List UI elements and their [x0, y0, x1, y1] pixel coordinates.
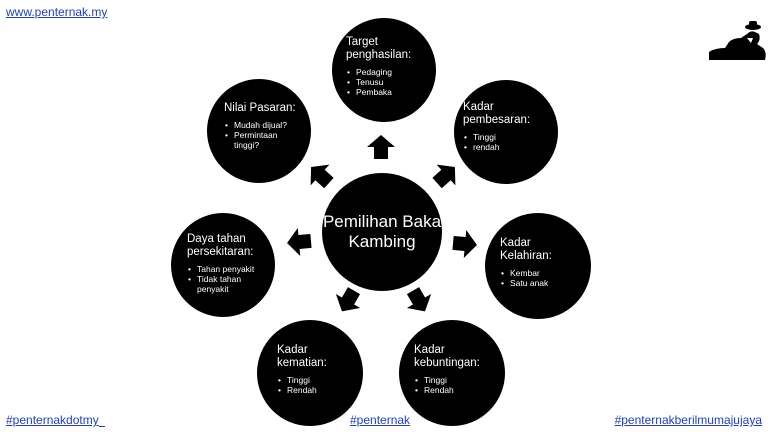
- hashtag-penternakdotmy[interactable]: #penternakdotmy: [6, 413, 105, 427]
- list-item: Tinggi: [463, 132, 558, 142]
- node-kadar-kelahiran: Kadar Kelahiran: Kembar Satu anak: [485, 213, 591, 319]
- node-kadar-kematian: Kadar kematian: Tinggi Rendah: [257, 320, 363, 426]
- list-item: Rendah: [277, 385, 363, 395]
- center-title: Pemilihan Baka Kambing: [322, 212, 442, 251]
- underline-pad: [98, 415, 105, 427]
- list-item: Tinggi: [277, 375, 363, 385]
- arrow-w-icon: [287, 228, 312, 256]
- node-list: Tinggi Rendah: [414, 375, 505, 395]
- node-daya-tahan: Daya tahan persekitaran: Tahan penyakit …: [171, 213, 275, 317]
- farmer-logo-icon: [707, 18, 767, 62]
- list-item: Tahan penyakit: [187, 264, 259, 274]
- list-item: Tinggi: [414, 375, 505, 385]
- node-title: Nilai Pasaran:: [224, 102, 296, 114]
- list-item: Mudah dijual?: [224, 120, 294, 130]
- hashtag-text: #penternakdotmy: [6, 413, 99, 427]
- list-item: Pembaka: [346, 87, 436, 97]
- node-kadar-pembesaran: Kadar pembesaran: Tinggi rendah: [454, 80, 558, 184]
- node-list: Tahan penyakit Tidak tahan penyakit: [187, 264, 259, 294]
- arrow-e-icon: [452, 230, 477, 258]
- list-item: rendah: [463, 142, 558, 152]
- node-target-penghasilan: Target penghasilan: Pedaging Tenusu Pemb…: [332, 18, 436, 122]
- list-item: Kembar: [500, 268, 591, 278]
- node-list: Kembar Satu anak: [500, 268, 591, 288]
- node-title: Kadar kebuntingan:: [414, 344, 480, 369]
- center-node: Pemilihan Baka Kambing: [322, 173, 442, 291]
- arrow-ne-icon: [432, 164, 456, 189]
- arrow-up-icon: [367, 135, 395, 159]
- hashtag-penternak[interactable]: #penternak: [350, 413, 411, 427]
- node-list: Tinggi rendah: [463, 132, 558, 152]
- node-list: Tinggi Rendah: [277, 375, 363, 395]
- node-title: Daya tahan persekitaran:: [187, 233, 254, 258]
- list-item: Rendah: [414, 385, 505, 395]
- node-list: Mudah dijual? Permintaan tinggi?: [224, 120, 294, 150]
- node-nilai-pasaran: Nilai Pasaran: Mudah dijual? Permintaan …: [207, 79, 311, 183]
- arrow-nw-icon: [310, 164, 334, 189]
- hashtag-penternakberilmumajujaya[interactable]: #penternakberilmumajujaya: [614, 413, 762, 427]
- node-title: Kadar Kelahiran:: [500, 237, 552, 262]
- arrow-se-icon: [406, 287, 432, 312]
- node-title: Target penghasilan:: [346, 36, 412, 61]
- site-link[interactable]: www.penternak.my: [6, 5, 108, 19]
- node-title: Kadar kematian:: [277, 344, 327, 369]
- list-item: Pedaging: [346, 67, 436, 77]
- list-item: Tenusu: [346, 77, 436, 87]
- node-list: Pedaging Tenusu Pembaka: [346, 67, 436, 97]
- node-kadar-kebuntingan: Kadar kebuntingan: Tinggi Rendah: [399, 320, 505, 426]
- node-title: Kadar pembesaran:: [463, 101, 531, 126]
- list-item: Permintaan tinggi?: [224, 130, 294, 150]
- list-item: Satu anak: [500, 278, 591, 288]
- arrow-sw-icon: [335, 287, 361, 312]
- list-item: Tidak tahan penyakit: [187, 274, 259, 294]
